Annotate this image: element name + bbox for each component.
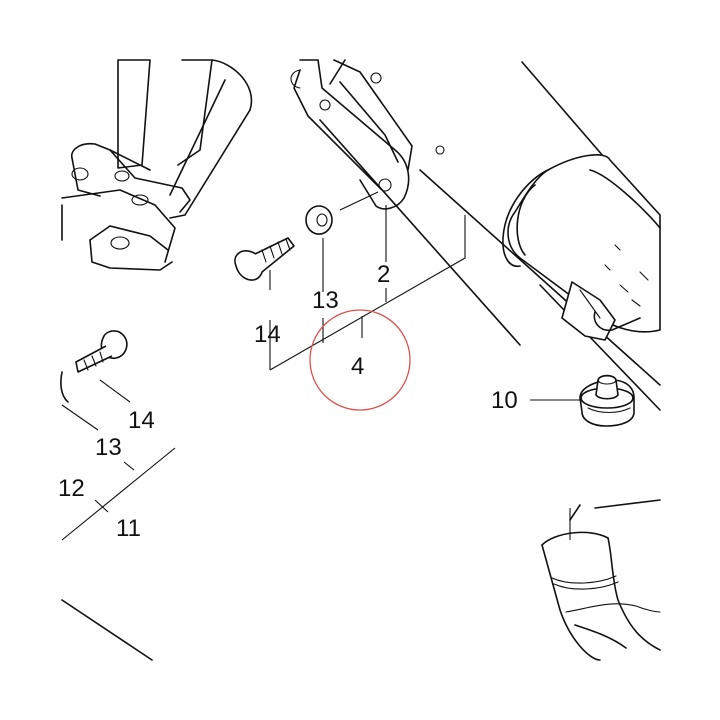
label-part-14-top: 14 — [254, 321, 281, 348]
bottom-left-rod — [61, 599, 153, 661]
rubber-foot-part-10 — [579, 374, 635, 427]
label-part-14-left: 14 — [128, 407, 155, 434]
left-bracket-assembly — [61, 59, 253, 271]
label-part-11: 11 — [116, 515, 141, 542]
highlight-circle — [309, 309, 411, 411]
washer-part-13 — [305, 205, 333, 235]
label-part-12: 12 — [58, 475, 85, 502]
label-part-10: 10 — [491, 387, 518, 414]
left-edge-fragment — [60, 371, 69, 403]
bottom-right-hose — [541, 499, 661, 661]
hinge-plate-part-2 — [290, 59, 445, 210]
lower-clamp — [561, 281, 641, 341]
leader-lines — [61, 191, 580, 541]
label-part-13-top: 13 — [312, 287, 339, 314]
label-part-4: 4 — [351, 353, 364, 380]
label-part-2: 2 — [377, 261, 390, 288]
bolt-part-14-left — [75, 330, 128, 373]
bolt-part-14-top — [234, 237, 295, 281]
label-part-13-left: 13 — [95, 434, 122, 461]
